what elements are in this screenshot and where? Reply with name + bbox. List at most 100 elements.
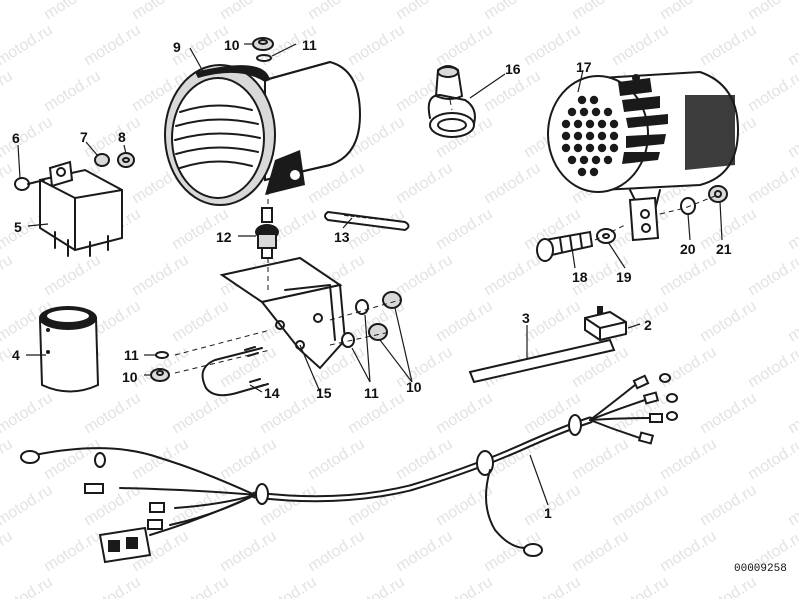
watermark-text: motod.ru <box>785 574 799 599</box>
callout-1: 1 <box>544 505 552 521</box>
callout-16: 16 <box>505 61 521 77</box>
watermark-text: motod.ru <box>257 574 320 599</box>
watermark-text: motod.ru <box>609 482 672 530</box>
watermark-text: motod.ru <box>785 22 799 70</box>
grille-dot <box>579 107 589 117</box>
watermark-text: motod.ru <box>609 22 672 70</box>
callout-11-left: 11 <box>124 347 139 363</box>
rubber-mount-12 <box>255 207 279 259</box>
grille-dot <box>589 167 599 177</box>
callout-11-top: 11 <box>302 37 317 53</box>
watermark-text: motod.ru <box>697 298 760 346</box>
watermark-text: motod.ru <box>393 0 456 23</box>
watermark-text: motod.ru <box>0 114 56 162</box>
callout-20: 20 <box>680 241 696 257</box>
watermark-text: motod.ru <box>345 22 408 70</box>
watermark-text: motod.ru <box>305 528 368 576</box>
washer-20 <box>680 197 696 215</box>
watermark-text: motod.ru <box>0 482 56 530</box>
watermark-text: motod.ru <box>785 206 799 254</box>
wiring-harness-1 <box>20 373 678 564</box>
callout-8: 8 <box>118 129 126 145</box>
screw-6 <box>14 177 45 191</box>
sleeve-4 <box>38 306 100 393</box>
grille-dot <box>609 131 619 141</box>
watermark-text: motod.ru <box>697 390 760 438</box>
bracket-15 <box>219 256 347 370</box>
grille-dot <box>597 131 607 141</box>
watermark-text: motod.ru <box>481 0 544 23</box>
horn-left <box>164 60 362 206</box>
watermark-text: motod.ru <box>0 436 16 484</box>
watermark-text: motod.ru <box>217 436 280 484</box>
watermark-text: motod.ru <box>393 344 456 392</box>
washer-7 <box>94 153 110 167</box>
strap-13 <box>324 210 410 232</box>
washer-11-top <box>256 54 272 62</box>
horn-right <box>547 70 740 211</box>
watermark-text: motod.ru <box>657 0 720 23</box>
callout-12: 12 <box>216 229 232 245</box>
watermark-text: motod.ru <box>0 22 56 70</box>
watermark-text: motod.ru <box>481 160 544 208</box>
grille-dot <box>591 155 601 165</box>
washer-19 <box>596 228 616 244</box>
watermark-text: motod.ru <box>0 0 16 23</box>
watermark-text: motod.ru <box>521 482 584 530</box>
watermark-text: motod.ru <box>745 344 799 392</box>
watermark-text: motod.ru <box>521 22 584 70</box>
watermark-text: motod.ru <box>41 252 104 300</box>
grille-dot <box>585 119 595 129</box>
watermark-text: motod.ru <box>169 390 232 438</box>
nut-10-top <box>252 37 274 51</box>
watermark-text: motod.ru <box>697 574 760 599</box>
bracket-right <box>628 196 660 242</box>
watermark-text: motod.ru <box>785 298 799 346</box>
watermark-text: motod.ru <box>697 482 760 530</box>
u-bolt-14 <box>201 346 269 397</box>
watermark-text: motod.ru <box>41 528 104 576</box>
bolt-18 <box>536 230 594 262</box>
watermark-text: motod.ru <box>481 252 544 300</box>
callout-14: 14 <box>264 385 280 401</box>
watermark-text: motod.ru <box>41 0 104 23</box>
grille-dot <box>609 143 619 153</box>
watermark-text: motod.ru <box>745 160 799 208</box>
grille-dot <box>561 131 571 141</box>
watermark-text: motod.ru <box>745 252 799 300</box>
grille-dot <box>573 119 583 129</box>
watermark-text: motod.ru <box>521 574 584 599</box>
watermark-text: motod.ru <box>81 574 144 599</box>
watermark-text: motod.ru <box>785 114 799 162</box>
watermark-text: motod.ru <box>305 0 368 23</box>
watermark-text: motod.ru <box>697 22 760 70</box>
watermark-text: motod.ru <box>657 252 720 300</box>
callout-10-left: 10 <box>122 369 138 385</box>
watermark-text: motod.ru <box>609 574 672 599</box>
callout-10-right: 10 <box>406 379 422 395</box>
grille-dot <box>567 155 577 165</box>
watermark-text: motod.ru <box>569 528 632 576</box>
watermark-text: motod.ru <box>129 436 192 484</box>
watermark-text: motod.ru <box>521 298 584 346</box>
grille-dot <box>573 131 583 141</box>
watermark-text: motod.ru <box>785 390 799 438</box>
watermark-text: motod.ru <box>569 0 632 23</box>
watermark-text: motod.ru <box>217 528 280 576</box>
callout-2: 2 <box>644 317 652 333</box>
callout-6: 6 <box>12 130 20 146</box>
watermark-text: motod.ru <box>81 114 144 162</box>
watermark-text: motod.ru <box>81 390 144 438</box>
watermark-text: motod.ru <box>0 252 16 300</box>
watermark-text: motod.ru <box>0 390 56 438</box>
leader-lines <box>17 43 723 506</box>
nut-21 <box>708 185 728 203</box>
watermark-text: motod.ru <box>0 68 16 116</box>
watermark-text: motod.ru <box>745 0 799 23</box>
reference-number: 00009258 <box>734 563 787 575</box>
watermark-text: motod.ru <box>41 68 104 116</box>
watermark-text: motod.ru <box>433 22 496 70</box>
callout-19: 19 <box>616 269 632 285</box>
tape-3 <box>468 338 616 384</box>
